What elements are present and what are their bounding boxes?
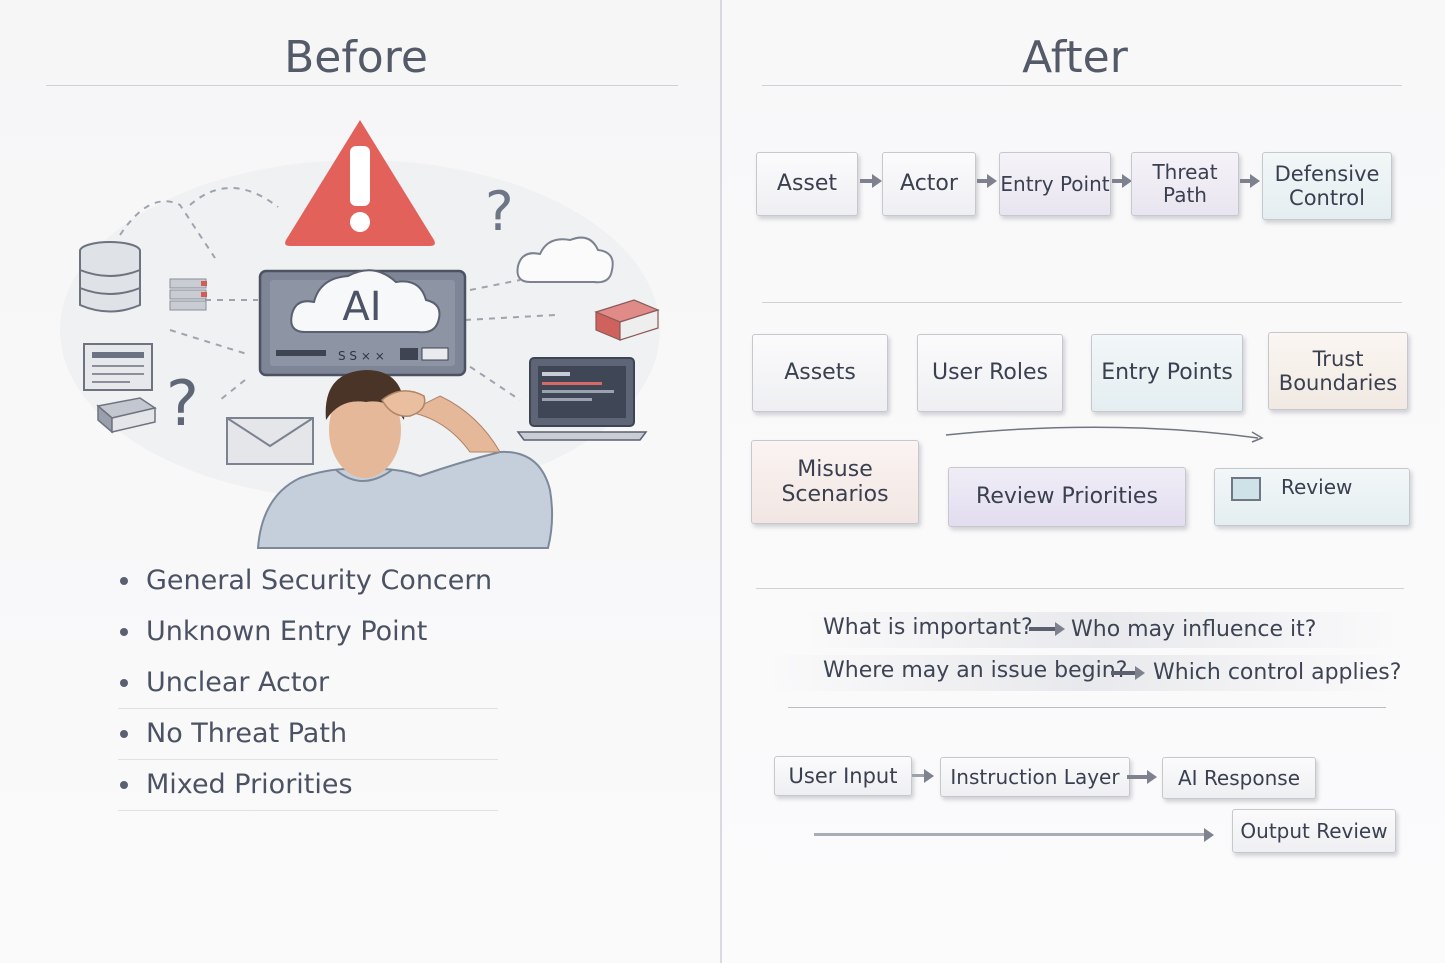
books-icon	[96, 397, 157, 434]
document-icon	[83, 343, 153, 391]
chain-actor-box: Actor	[882, 152, 976, 216]
ai-cloud-icon	[290, 269, 441, 334]
before-title: Before	[284, 32, 428, 83]
entry-points-box: Entry Points	[1091, 334, 1243, 412]
bullet-dot	[120, 730, 128, 738]
ai-response-box: AI Response	[1162, 757, 1316, 799]
output-review-box: Output Review	[1232, 809, 1396, 853]
user-input-box: User Input	[774, 756, 912, 796]
list-item: General Security Concern	[118, 556, 498, 607]
package-icon	[594, 299, 660, 341]
question-which-control: Which control applies?	[1153, 660, 1402, 685]
question-band	[802, 612, 1402, 648]
section-rule	[762, 302, 1402, 303]
section-rule	[788, 707, 1386, 708]
laptop-icon	[516, 357, 648, 441]
list-item: No Threat Path	[118, 709, 498, 760]
question-arrow	[1111, 666, 1145, 680]
question-band	[762, 655, 1402, 691]
before-issue-list: General Security Concern Unknown Entry P…	[118, 556, 498, 811]
chain-defensive-control-box: Defensive Control	[1262, 152, 1392, 220]
question-arrow	[1029, 622, 1065, 636]
bullet-dot	[120, 577, 128, 585]
list-item: Unclear Actor	[118, 658, 498, 709]
bullet-dot	[120, 781, 128, 789]
after-panel: After Asset Actor Entry Point Threat Pat…	[722, 0, 1445, 963]
monitor-icon	[1231, 477, 1261, 501]
after-title: After	[1022, 32, 1128, 83]
curved-connector	[945, 426, 1264, 443]
misuse-scenarios-box: Misuse Scenarios	[751, 440, 919, 524]
server-icon	[169, 278, 207, 311]
chain-arrow	[977, 174, 997, 188]
flow-arrow	[1127, 770, 1157, 784]
envelope-icon	[226, 417, 314, 465]
before-title-rule	[46, 85, 678, 86]
database-icon	[79, 241, 141, 313]
console-code-text: S S ⨯ ⨯	[338, 349, 385, 363]
section-rule	[756, 588, 1404, 589]
question-mark-icon: ?	[485, 180, 514, 243]
question-who-may-influence: Who may influence it?	[1071, 617, 1317, 642]
review-box: Review	[1214, 468, 1410, 526]
flow-long-arrow	[814, 828, 1214, 842]
trust-boundaries-box: Trust Boundaries	[1268, 332, 1408, 410]
before-panel: Before ? ?	[0, 0, 720, 963]
confusion-illustration: ? ?	[60, 120, 660, 549]
panel-divider	[720, 0, 722, 963]
after-title-rule	[762, 85, 1402, 86]
question-what-is-important: What is important?	[823, 615, 1033, 640]
flow-arrow	[912, 769, 934, 783]
list-item: Mixed Priorities	[118, 760, 498, 811]
bullet-dot	[120, 628, 128, 636]
cloud-icon	[516, 236, 614, 284]
user-roles-box: User Roles	[917, 334, 1063, 412]
dashed-connectors	[119, 187, 556, 401]
question-mark-icon: ?	[166, 367, 199, 440]
chain-arrow	[1240, 174, 1260, 188]
chain-asset-box: Asset	[756, 152, 858, 216]
question-where-issue-begins: Where may an issue begin?	[823, 658, 1128, 683]
ai-label: AI	[342, 284, 381, 330]
chain-threat-path-box: Threat Path	[1131, 152, 1239, 216]
confused-person-illustration	[256, 370, 554, 549]
chain-entry-point-box: Entry Point	[999, 152, 1111, 216]
instruction-layer-box: Instruction Layer	[940, 757, 1130, 797]
review-priorities-box: Review Priorities	[948, 467, 1186, 527]
bullet-dot	[120, 679, 128, 687]
chain-arrow	[1112, 174, 1132, 188]
assets-box: Assets	[752, 334, 888, 412]
list-item: Unknown Entry Point	[118, 607, 498, 658]
warning-triangle-icon	[285, 120, 435, 246]
chain-arrow	[860, 174, 882, 188]
